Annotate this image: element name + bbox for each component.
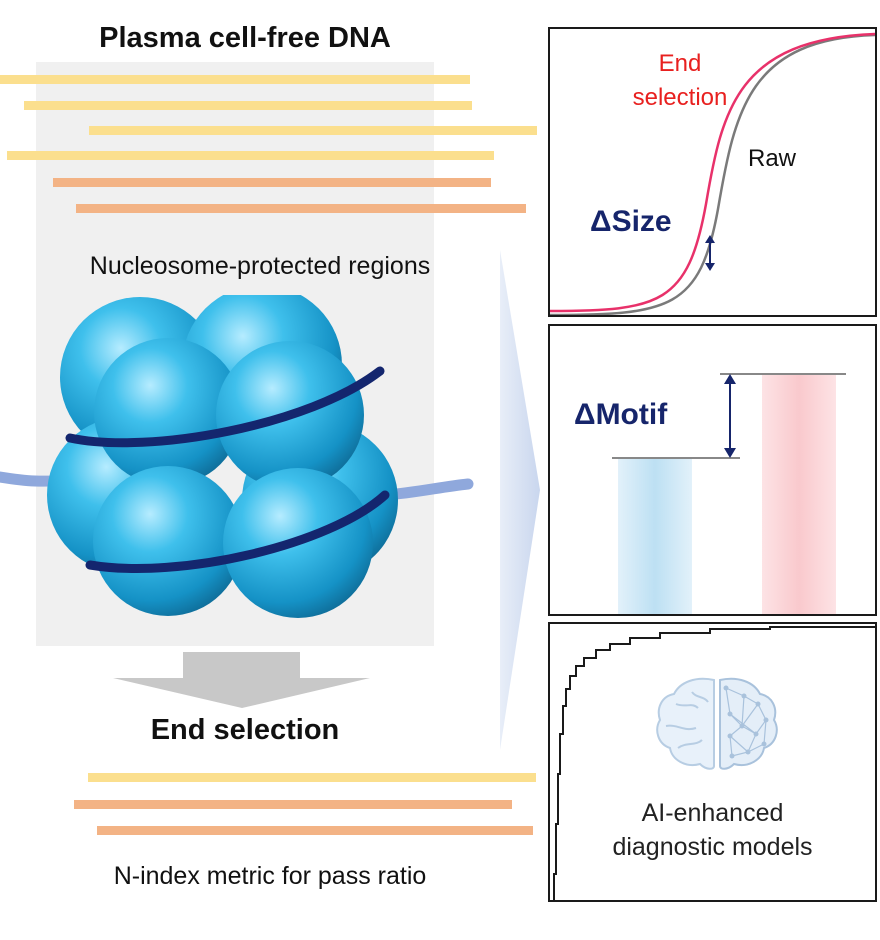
- fragment: [53, 178, 491, 187]
- delta-motif-label: ΔMotif: [574, 398, 668, 431]
- end-label-line1: End: [658, 50, 702, 77]
- fragment: [76, 204, 526, 213]
- down-arrow: [113, 652, 370, 708]
- fragment: [97, 826, 533, 835]
- fragment: [7, 151, 494, 160]
- size-curves: [550, 32, 875, 315]
- dna-wrap-upper: [65, 366, 385, 448]
- ai-label-line1: AI-enhanced: [641, 799, 784, 827]
- nucleosome-label: Nucleosome-protected regions: [89, 252, 431, 280]
- motif-panel: ΔMotif: [548, 324, 877, 616]
- fragment: [24, 101, 472, 110]
- fragment: [89, 126, 537, 135]
- ai-panel: AI-enhanced diagnostic models: [548, 622, 877, 902]
- histone-sphere: [94, 338, 242, 486]
- end-selection-label: End selection: [150, 714, 340, 746]
- ai-label-line2: diagnostic models: [612, 833, 813, 861]
- delta-size-label: ΔSize: [590, 205, 672, 238]
- brain-icon: [656, 677, 778, 770]
- page-title: Plasma cell-free DNA: [99, 22, 391, 54]
- end-selection-motif-bar: [762, 374, 836, 614]
- nucleosome-illustration: [0, 295, 474, 618]
- size-panel: End selection Raw ΔSize: [548, 27, 877, 317]
- fragment: [0, 75, 470, 84]
- nindex-label: N-index metric for pass ratio: [113, 862, 427, 890]
- motif-bars: [612, 373, 846, 614]
- raw-motif-bar: [618, 458, 692, 614]
- histone-sphere: [93, 466, 243, 616]
- flow-arrow: [500, 250, 540, 750]
- fragment: [88, 773, 536, 782]
- end-label-line2: selection: [632, 84, 728, 111]
- roc-curve: [553, 626, 875, 900]
- dna-wrap-lower: [85, 490, 390, 573]
- cfdna-fragments-top: [0, 75, 537, 213]
- end-selection-curve: [550, 32, 875, 313]
- cfdna-fragments-bottom: [74, 773, 536, 835]
- end-selection-curve-label: End selection: [620, 47, 740, 115]
- raw-curve-label: Raw: [748, 145, 797, 172]
- ai-model-label: AI-enhanced diagnostic models: [550, 796, 875, 864]
- fragment: [74, 800, 512, 809]
- raw-curve: [550, 33, 875, 315]
